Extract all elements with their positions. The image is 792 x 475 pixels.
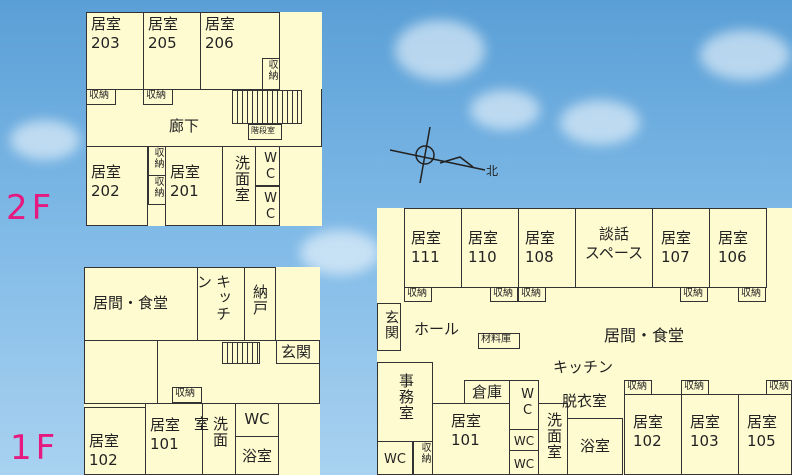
closet-1f: 納戸 xyxy=(244,267,276,341)
cloud xyxy=(395,20,485,80)
storage-annex-e: 収納 xyxy=(738,287,766,302)
storage-annex-d: 収納 xyxy=(680,287,708,302)
storage-annex-h: 収納 xyxy=(681,380,709,395)
living-dining-1f: 居間・食堂 xyxy=(84,267,198,341)
storage-2f-a: 収納 xyxy=(262,58,280,90)
floor-label-1f: 1F xyxy=(10,428,60,468)
storage-2f-c: 収納 xyxy=(143,89,173,105)
wc-annex-d: WC xyxy=(509,450,539,475)
wc-annex-c: WC xyxy=(509,429,539,451)
wc-annex-b: WC xyxy=(509,380,539,430)
storage-annex-i: 収納 xyxy=(766,380,792,395)
wc-annex-a: WC xyxy=(377,441,413,475)
wc-2f-a: WC xyxy=(255,146,280,186)
entrance-1f: 玄関 xyxy=(276,340,320,364)
wc-2f-b: WC xyxy=(255,186,280,226)
entrance-annex: 玄関 xyxy=(377,303,401,351)
kitchen-annex: キッチン xyxy=(553,358,614,376)
kitchen-1f: キッチン xyxy=(195,267,245,341)
north-arrow-icon xyxy=(389,126,486,184)
washroom-1f: 洗面室 xyxy=(192,403,236,475)
warehouse-annex: 倉庫 xyxy=(464,380,510,404)
stairs-1f xyxy=(222,342,260,364)
washroom-2f: 洗面室 xyxy=(222,146,256,226)
stair-room-2f: 階段室 xyxy=(248,124,282,140)
bath-1f: 浴室 xyxy=(235,436,279,475)
cloud xyxy=(10,120,80,160)
cloud xyxy=(470,90,540,130)
hall-void-1f xyxy=(84,340,158,404)
storage-1f-a: 収納 xyxy=(172,387,202,403)
materials-storage: 材料庫 xyxy=(478,333,520,349)
storage-annex-c: 収納 xyxy=(518,287,546,302)
cloud xyxy=(700,30,790,80)
office-annex: 事務室 xyxy=(377,362,433,442)
north-label: 北 xyxy=(486,164,499,178)
hall-annex: ホール xyxy=(414,320,460,338)
cloud xyxy=(560,100,640,145)
storage-annex-a: 収納 xyxy=(404,287,432,302)
bath-annex: 浴室 xyxy=(567,418,623,475)
living-dining-annex: 居間・食堂 xyxy=(604,326,685,345)
floor-label-2f: 2F xyxy=(6,188,56,228)
storage-2f-e: 収納 xyxy=(148,175,166,205)
storage-annex-b: 収納 xyxy=(490,287,518,302)
storage-annex-f: 収納 xyxy=(413,441,433,475)
stairs-2f xyxy=(232,90,302,124)
storage-2f-d: 収納 xyxy=(148,146,166,176)
washroom-annex: 洗面室 xyxy=(538,403,568,475)
wc-1f: WC xyxy=(235,403,279,437)
lounge-space: 談話スペース xyxy=(575,208,653,288)
dressing-room-annex: 脱衣室 xyxy=(562,392,608,410)
storage-annex-g: 収納 xyxy=(624,380,652,395)
